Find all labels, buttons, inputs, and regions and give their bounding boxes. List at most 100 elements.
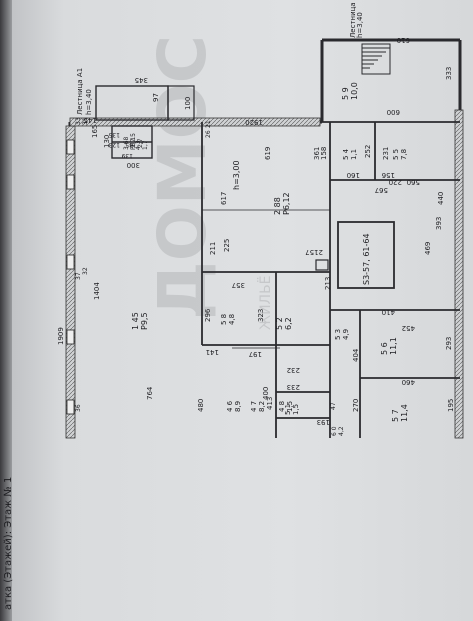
dimension-label: 36 xyxy=(75,404,82,412)
room-area: 4,2 xyxy=(338,426,345,436)
page-caption: атка (Этажей): Этаж № 1 xyxy=(3,476,14,610)
dimension-label: 270 xyxy=(352,399,360,412)
room-label: 6 0 xyxy=(331,426,338,436)
room-area: 1,5 xyxy=(292,404,300,415)
dimension-label: 197 xyxy=(249,350,262,358)
stair-a2-steps xyxy=(361,43,391,75)
room-label: 1 45 xyxy=(131,312,140,330)
room-label: 5 9 xyxy=(341,87,350,100)
dimension-label: 31 xyxy=(82,117,89,125)
room-area: 1,1 xyxy=(350,149,358,160)
wall-hatch-top xyxy=(69,117,321,127)
dimension-label: 293 xyxy=(445,337,453,350)
room-label: 5 4 xyxy=(342,148,350,160)
dimension-label: 165 xyxy=(91,125,99,138)
dimension-label: 139 xyxy=(121,152,133,159)
watermark-sub: ЖИЛЬЁ xyxy=(256,275,274,330)
page-caption-container: атка (Этажей): Этаж № 1 xyxy=(0,470,20,610)
room-area: 1,5 xyxy=(286,401,294,412)
dimension-label: 130 xyxy=(103,135,111,148)
room-area: P9,5 xyxy=(140,312,149,330)
room-label: 5 2 xyxy=(275,317,284,330)
dimension-label: 232 xyxy=(287,366,300,374)
dimension-label: 145 xyxy=(84,116,97,124)
dimension-label: 158 xyxy=(320,147,328,160)
dimension-label: 85 xyxy=(125,141,133,148)
stair-a1-block xyxy=(95,85,195,121)
room-label: 5 1 xyxy=(284,404,292,415)
room-area: 10,0 xyxy=(350,82,359,100)
dimension-label: 393 xyxy=(435,217,443,230)
dimension-label: 323 xyxy=(257,309,265,322)
dimension-label: 357 xyxy=(232,281,245,289)
dimension-label: 193 xyxy=(317,418,330,426)
dimension-label: 213 xyxy=(324,277,332,290)
dimension-label: 33 xyxy=(75,117,82,125)
dimension-label: 1909 xyxy=(57,327,65,345)
dimension-label: 100 xyxy=(184,97,192,110)
central-block xyxy=(337,221,395,289)
dimension-label: 361 xyxy=(313,147,321,160)
dimension-label: 21 xyxy=(205,120,212,128)
dimension-label: 225 xyxy=(223,239,231,252)
room-area: 11,4 xyxy=(400,404,409,422)
room-label: 5 7 xyxy=(391,409,400,422)
wall-hatch-left xyxy=(65,125,76,439)
room-label: 3 68 xyxy=(123,136,130,150)
room-area: 8,2 xyxy=(258,401,266,412)
dimension-label: 333 xyxy=(445,67,453,80)
stair-a1-height: h=3,40 xyxy=(85,89,93,115)
column-box xyxy=(315,259,329,271)
room-area: P6,15 xyxy=(130,133,137,150)
room-label: 5 3 xyxy=(334,329,342,340)
window-markers xyxy=(66,139,75,415)
room-area: 6,2 xyxy=(284,317,293,330)
dimension-label: 156 xyxy=(381,171,395,179)
dimension-label: 37 xyxy=(75,272,82,280)
stair-a1-title: Лестница А1 xyxy=(76,68,84,115)
dimension-label: 211 xyxy=(209,242,217,255)
dimension-label: 300 xyxy=(127,161,140,169)
room-area: 7,8 xyxy=(400,149,408,160)
dimension-label: 410 xyxy=(382,308,395,316)
room-area: 4,9 xyxy=(342,329,350,340)
dimension-label: 296 xyxy=(204,308,212,322)
dimension-label: 404 xyxy=(352,348,360,362)
dimension-label: 413 xyxy=(266,397,274,410)
room-area: P6,12 xyxy=(282,192,291,215)
room-label: 5 6 xyxy=(380,342,389,355)
dimension-label: 440 xyxy=(437,192,445,205)
sheet-shadow xyxy=(0,0,12,621)
room-label: 2 88 xyxy=(273,197,282,215)
wall-hatch-right xyxy=(454,109,464,439)
dimension-label: 460 xyxy=(402,378,415,386)
dimension-label: 619 xyxy=(264,147,272,160)
dimension-label: 47 xyxy=(330,402,337,410)
stair-a2-title: Лестница А2 xyxy=(349,0,357,38)
room-label: 4 7 xyxy=(250,401,258,412)
watermark: ДОМОС xyxy=(144,35,221,320)
room-label: 4 3 xyxy=(135,140,142,150)
dimension-label: 480 xyxy=(197,399,205,412)
ceiling-height: h=3,00 xyxy=(232,160,241,190)
dimension-label: 97 xyxy=(152,93,160,102)
dimension-label: 1920 xyxy=(245,118,263,126)
dimension-label: 32 xyxy=(82,267,89,275)
dimension-label: 26 xyxy=(205,130,212,138)
room-area: 2,7 xyxy=(137,138,144,148)
dimension-label: 600 xyxy=(387,108,400,116)
dimension-label: 469 xyxy=(424,242,432,255)
dimension-label: 452 xyxy=(402,324,415,332)
dimension-label: 560 xyxy=(407,178,420,186)
dimension-label: 233 xyxy=(287,383,300,391)
dimension-label: 252 xyxy=(364,145,372,158)
dimension-label: 220 xyxy=(389,178,402,186)
room-area: 1,7 xyxy=(142,140,149,150)
dimension-label: 345 xyxy=(135,76,148,84)
dimension-label: 400 xyxy=(262,387,270,400)
dimension-label: 764 xyxy=(146,386,154,400)
room-label: 4 8 xyxy=(278,401,286,412)
dimension-label: 1404 xyxy=(93,282,101,300)
small-rooms-a1 xyxy=(111,125,153,159)
